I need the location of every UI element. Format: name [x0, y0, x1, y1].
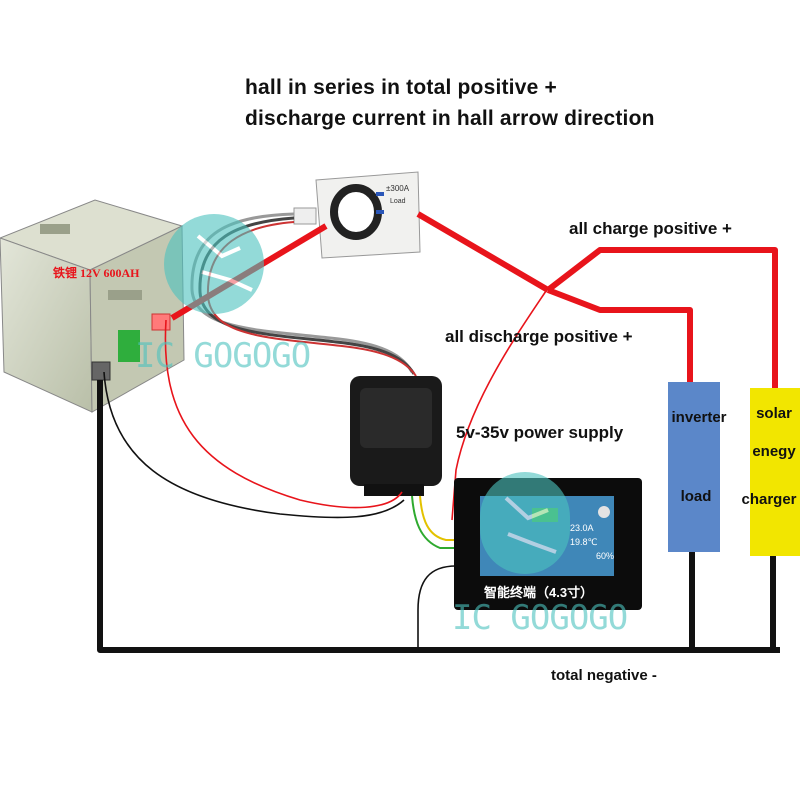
- hall-rating: ±300A: [386, 184, 410, 193]
- label-power-supply: 5v-35v power supply: [456, 423, 624, 442]
- watermark-logo: [164, 214, 570, 574]
- label-charge-positive: all charge positive +: [569, 219, 732, 238]
- charger-box: [750, 388, 800, 556]
- display-readout-2: 19.8℃: [570, 537, 598, 547]
- display-readout-1: 23.0A: [570, 523, 594, 533]
- hall-sensor: [293, 171, 421, 259]
- heading-line-1: hall in series in total positive +: [245, 76, 557, 99]
- watermark-text-2: IC GOGOGO: [452, 598, 628, 638]
- display-readout-3: 60%: [596, 551, 615, 561]
- inverter-label-2: load: [680, 488, 712, 505]
- heading-line-2: discharge current in hall arrow directio…: [245, 107, 655, 130]
- converter-module: [350, 376, 442, 496]
- hall-tag: Load: [390, 198, 406, 205]
- display-caption: 智能终端（4.3寸）: [484, 585, 594, 600]
- charger-label-2: enegy: [752, 443, 796, 460]
- inverter-box: [668, 382, 720, 552]
- signal-wires: [103, 287, 549, 648]
- battery: [0, 199, 185, 413]
- battery-negative-terminal: [91, 361, 111, 381]
- negative-wires: [97, 380, 780, 653]
- inverter-label-1: inverter: [671, 409, 727, 426]
- charger-label-3: charger: [741, 491, 797, 508]
- label-total-negative: total negative -: [551, 667, 657, 684]
- label-discharge-positive: all discharge positive +: [445, 327, 633, 346]
- watermark-text-1: IC GOGOGO: [135, 336, 311, 376]
- charger-label-1: solar: [756, 405, 792, 422]
- battery-label: 铁锂 12V 600AH: [53, 266, 140, 280]
- battery-positive-terminal: [151, 313, 171, 331]
